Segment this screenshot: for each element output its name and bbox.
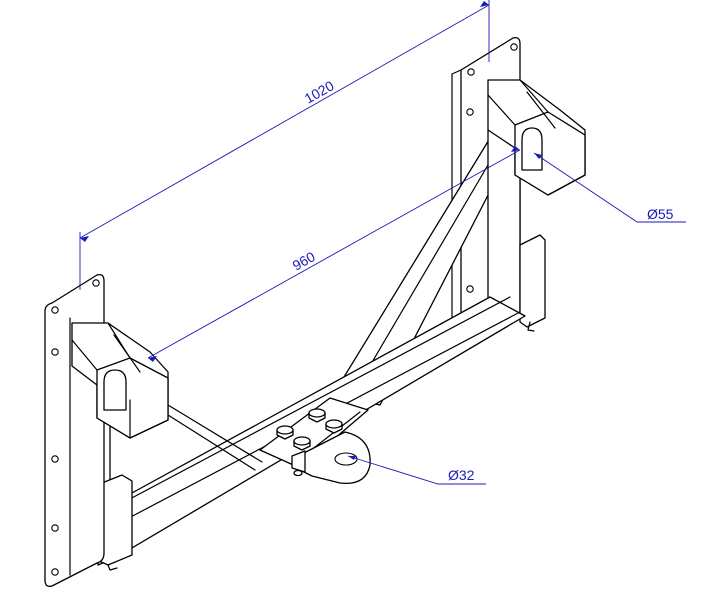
bolt-2 bbox=[293, 436, 311, 451]
dimension-overall-width: 1020 bbox=[79, 0, 490, 290]
bolt-1 bbox=[276, 425, 294, 440]
dimension-label-32: Ø32 bbox=[448, 467, 475, 483]
bolt-3 bbox=[308, 408, 326, 423]
right-upright bbox=[487, 111, 546, 332]
dimension-towing-eye-diameter: Ø32 bbox=[347, 455, 486, 485]
bolt-4 bbox=[325, 419, 343, 434]
left-mounting-plate bbox=[44, 273, 105, 588]
bolts bbox=[276, 408, 343, 451]
left-diagonal-strut bbox=[167, 404, 263, 471]
left-hook-block bbox=[71, 322, 169, 439]
dimension-hook-diameter: Ø55 bbox=[533, 152, 686, 223]
right-hook-block bbox=[487, 79, 586, 196]
dimension-label-960: 960 bbox=[290, 248, 318, 274]
dimension-label-55: Ø55 bbox=[647, 206, 674, 222]
